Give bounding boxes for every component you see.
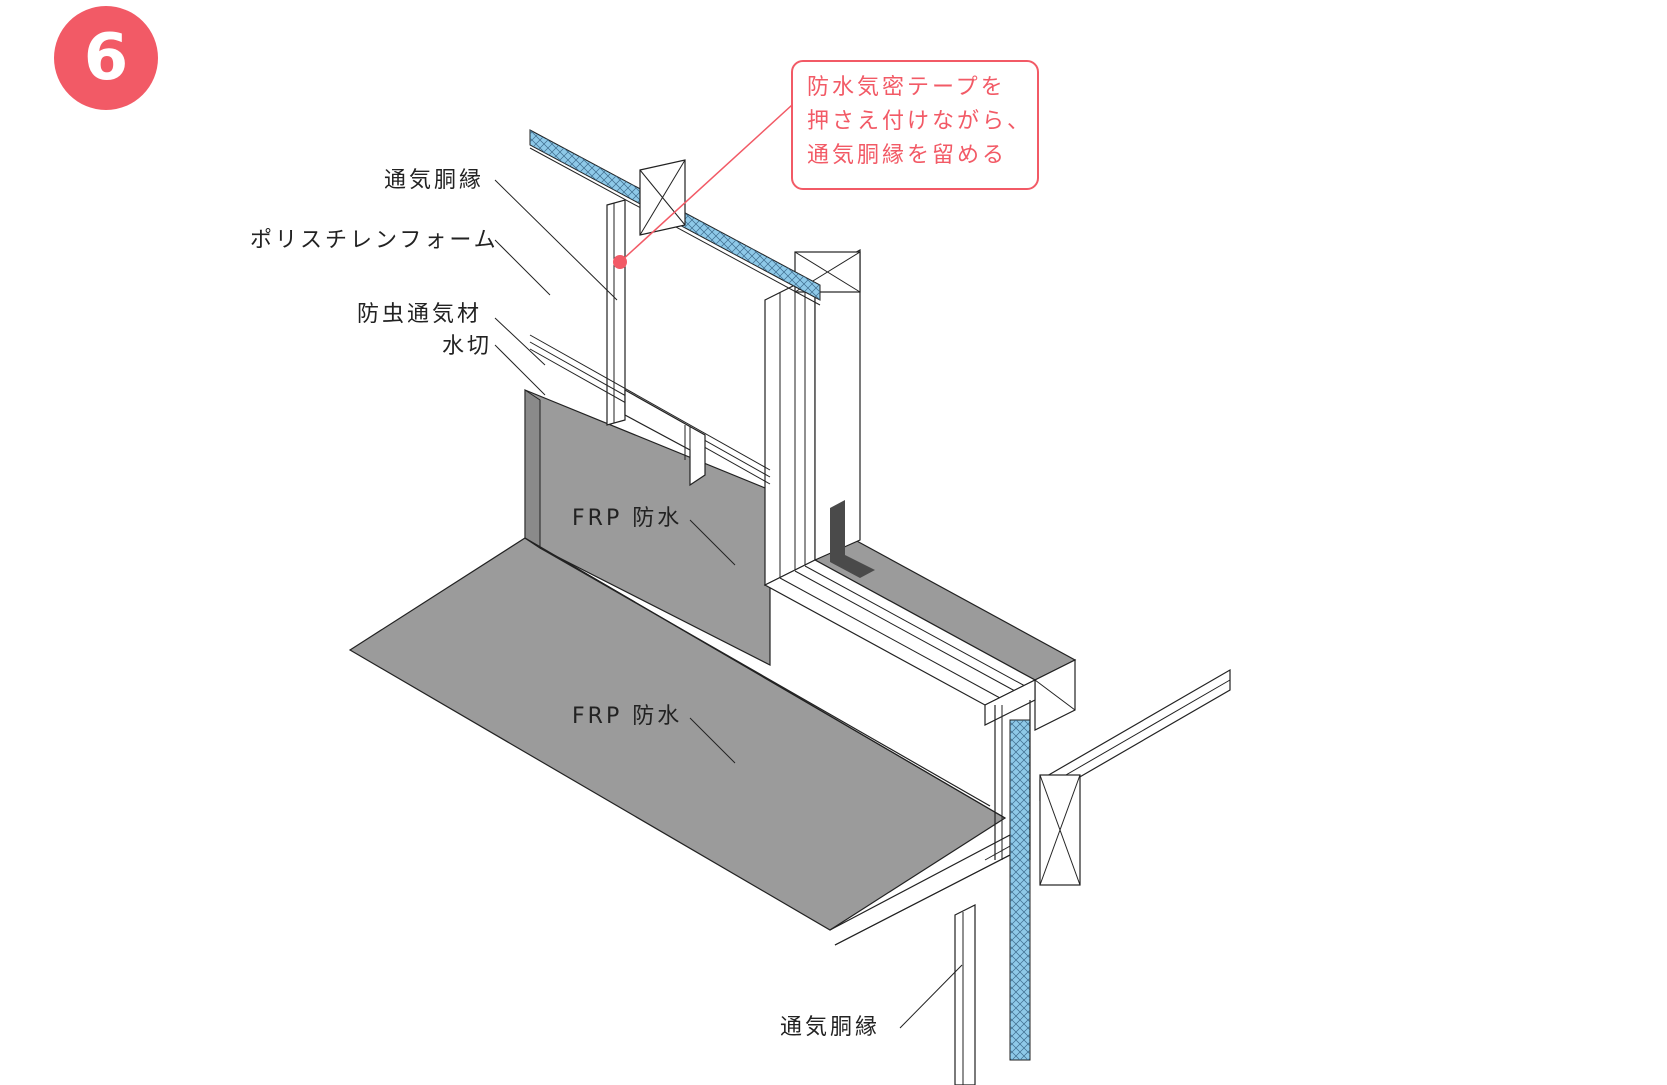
callout-leader <box>619 104 793 263</box>
label-furring-top: 通気胴縁 <box>384 168 485 193</box>
label-drip: 水切 <box>442 334 493 359</box>
callout-line-3: 通気胴縁を留める <box>807 143 1008 168</box>
step-number-badge: 6 <box>54 6 158 110</box>
callout-line-2: 押さえ付けながら、 <box>807 109 1033 134</box>
callout-line-1: 防水気密テープを <box>807 75 1006 100</box>
label-furring-bottom: 通気胴縁 <box>780 1015 881 1040</box>
window-frame-left <box>764 274 816 586</box>
drip-flashing <box>624 388 706 487</box>
insect-vent <box>529 334 771 471</box>
frp-upturn <box>524 389 541 549</box>
label-insect-vent: 防虫通気材 <box>357 302 483 327</box>
leader-lines <box>494 179 963 1029</box>
label-polystyrene: ポリスチレンフォーム <box>250 228 499 253</box>
label-frp-upper: FRP 防水 <box>572 506 683 531</box>
furring-strip-upper <box>606 199 626 426</box>
waterproof-tape-corner <box>830 500 875 578</box>
label-frp-lower: FRP 防水 <box>572 704 683 729</box>
callout-point <box>613 255 627 269</box>
furring-strip-lower <box>954 904 976 1085</box>
instruction-callout: 防水気密テープを 押さえ付けながら、 通気胴縁を留める <box>791 60 1039 190</box>
